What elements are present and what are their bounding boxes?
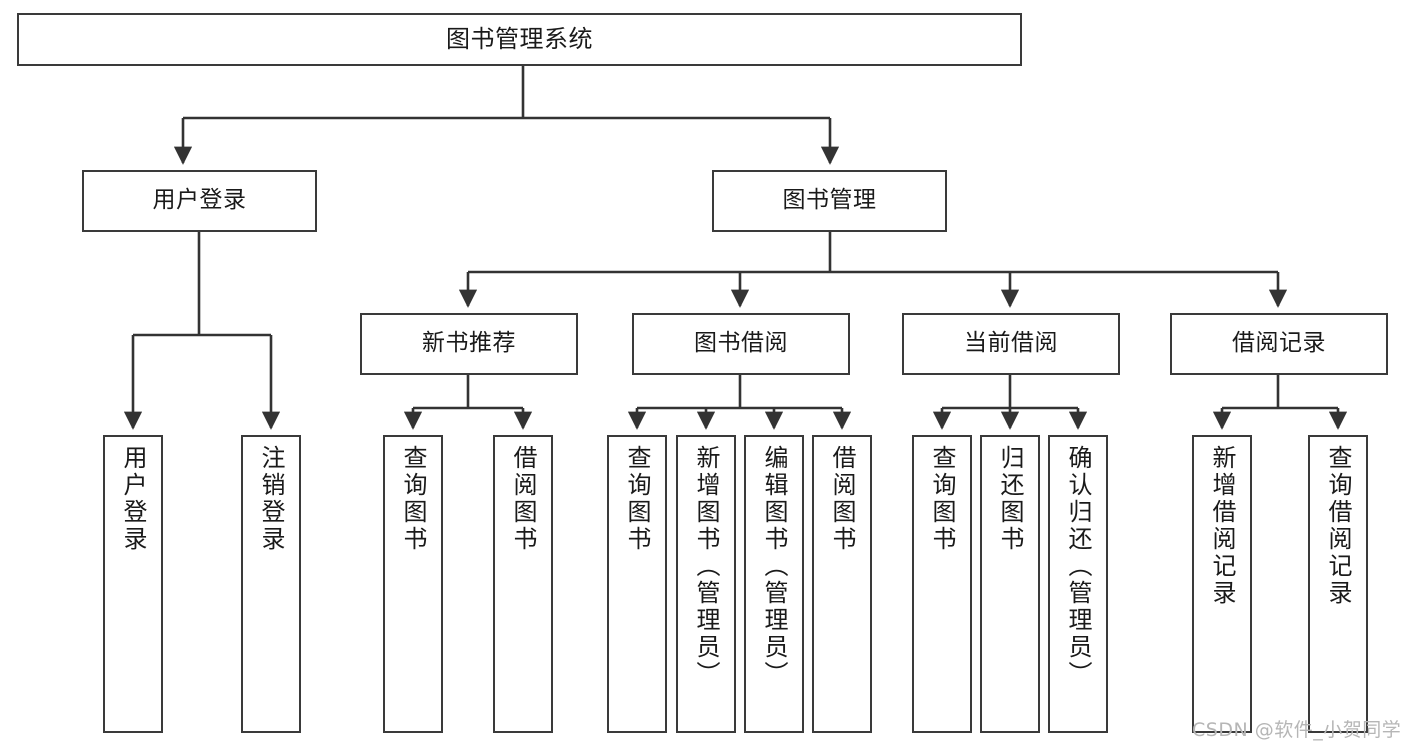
node-label: 编辑图书（管理员）	[760, 445, 788, 688]
node-label: 借阅记录	[1232, 330, 1326, 357]
node-current-borrow[interactable]: 当前借阅	[902, 313, 1120, 375]
node-label: 图书管理	[782, 187, 877, 214]
node-label: 查询图书	[928, 445, 956, 553]
node-leaf-edit-book-admin[interactable]: 编辑图书（管理员）	[744, 435, 804, 733]
node-leaf-logout-login[interactable]: 注销登录	[241, 435, 301, 733]
node-label: 归还图书	[996, 445, 1024, 553]
node-label: 图书管理系统	[446, 25, 593, 54]
node-leaf-user-login[interactable]: 用户登录	[103, 435, 163, 733]
node-leaf-query-book-current[interactable]: 查询图书	[912, 435, 972, 733]
node-label: 查询图书	[623, 445, 651, 553]
node-leaf-add-book-admin[interactable]: 新增图书（管理员）	[676, 435, 736, 733]
node-book-borrow[interactable]: 图书借阅	[632, 313, 850, 375]
node-leaf-confirm-return-admin[interactable]: 确认归还（管理员）	[1048, 435, 1108, 733]
node-label: 图书借阅	[694, 330, 788, 357]
node-label: 当前借阅	[964, 330, 1058, 357]
node-leaf-query-borrow-record[interactable]: 查询借阅记录	[1308, 435, 1368, 733]
node-label: 查询借阅记录	[1324, 445, 1352, 607]
watermark-text: CSDN @软件_小贺同学	[1192, 719, 1402, 741]
node-label: 用户登录	[119, 445, 147, 553]
node-leaf-query-book-recommend[interactable]: 查询图书	[383, 435, 443, 733]
node-root-book-management-system[interactable]: 图书管理系统	[17, 13, 1022, 66]
node-leaf-borrow-book-borrow[interactable]: 借阅图书	[812, 435, 872, 733]
node-leaf-add-borrow-record[interactable]: 新增借阅记录	[1192, 435, 1252, 733]
node-leaf-borrow-book-recommend[interactable]: 借阅图书	[493, 435, 553, 733]
node-leaf-query-book-borrow[interactable]: 查询图书	[607, 435, 667, 733]
node-new-book-recommend[interactable]: 新书推荐	[360, 313, 578, 375]
node-user-login[interactable]: 用户登录	[82, 170, 317, 232]
node-leaf-return-book[interactable]: 归还图书	[980, 435, 1040, 733]
node-label: 新增图书（管理员）	[692, 445, 720, 688]
node-label: 借阅图书	[828, 445, 856, 553]
node-borrow-record[interactable]: 借阅记录	[1170, 313, 1388, 375]
node-label: 借阅图书	[509, 445, 537, 553]
node-label: 注销登录	[257, 445, 285, 553]
node-label: 新书推荐	[422, 330, 516, 357]
node-label: 查询图书	[399, 445, 427, 553]
node-label: 用户登录	[152, 187, 247, 214]
node-label: 确认归还（管理员）	[1064, 445, 1092, 688]
node-label: 新增借阅记录	[1208, 445, 1236, 607]
node-book-manage[interactable]: 图书管理	[712, 170, 947, 232]
